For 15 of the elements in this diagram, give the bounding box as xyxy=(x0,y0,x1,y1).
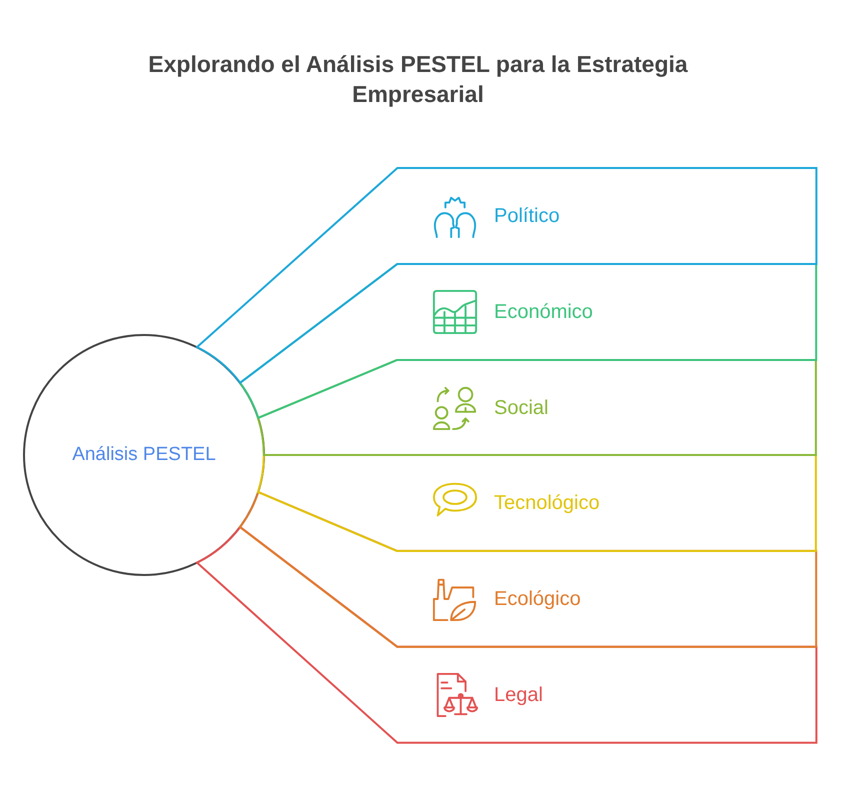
category-label: Tecnológico xyxy=(494,491,600,515)
category-label: Ecológico xyxy=(494,586,581,611)
category-band xyxy=(194,166,818,385)
category-band xyxy=(238,490,818,649)
category-label: Legal xyxy=(494,682,543,707)
diagram-title: Explorando el Análisis PESTEL para la Estrategia Empresarial xyxy=(147,50,689,109)
category-band xyxy=(194,525,818,745)
hub-label: Análisis PESTEL xyxy=(72,443,216,467)
category-band xyxy=(238,262,818,420)
category-band xyxy=(256,358,818,457)
category-band xyxy=(256,453,818,553)
category-label: Político xyxy=(494,204,560,228)
category-label: Económico xyxy=(494,300,593,324)
category-label: Social xyxy=(494,396,548,420)
hub-circle xyxy=(23,334,265,576)
